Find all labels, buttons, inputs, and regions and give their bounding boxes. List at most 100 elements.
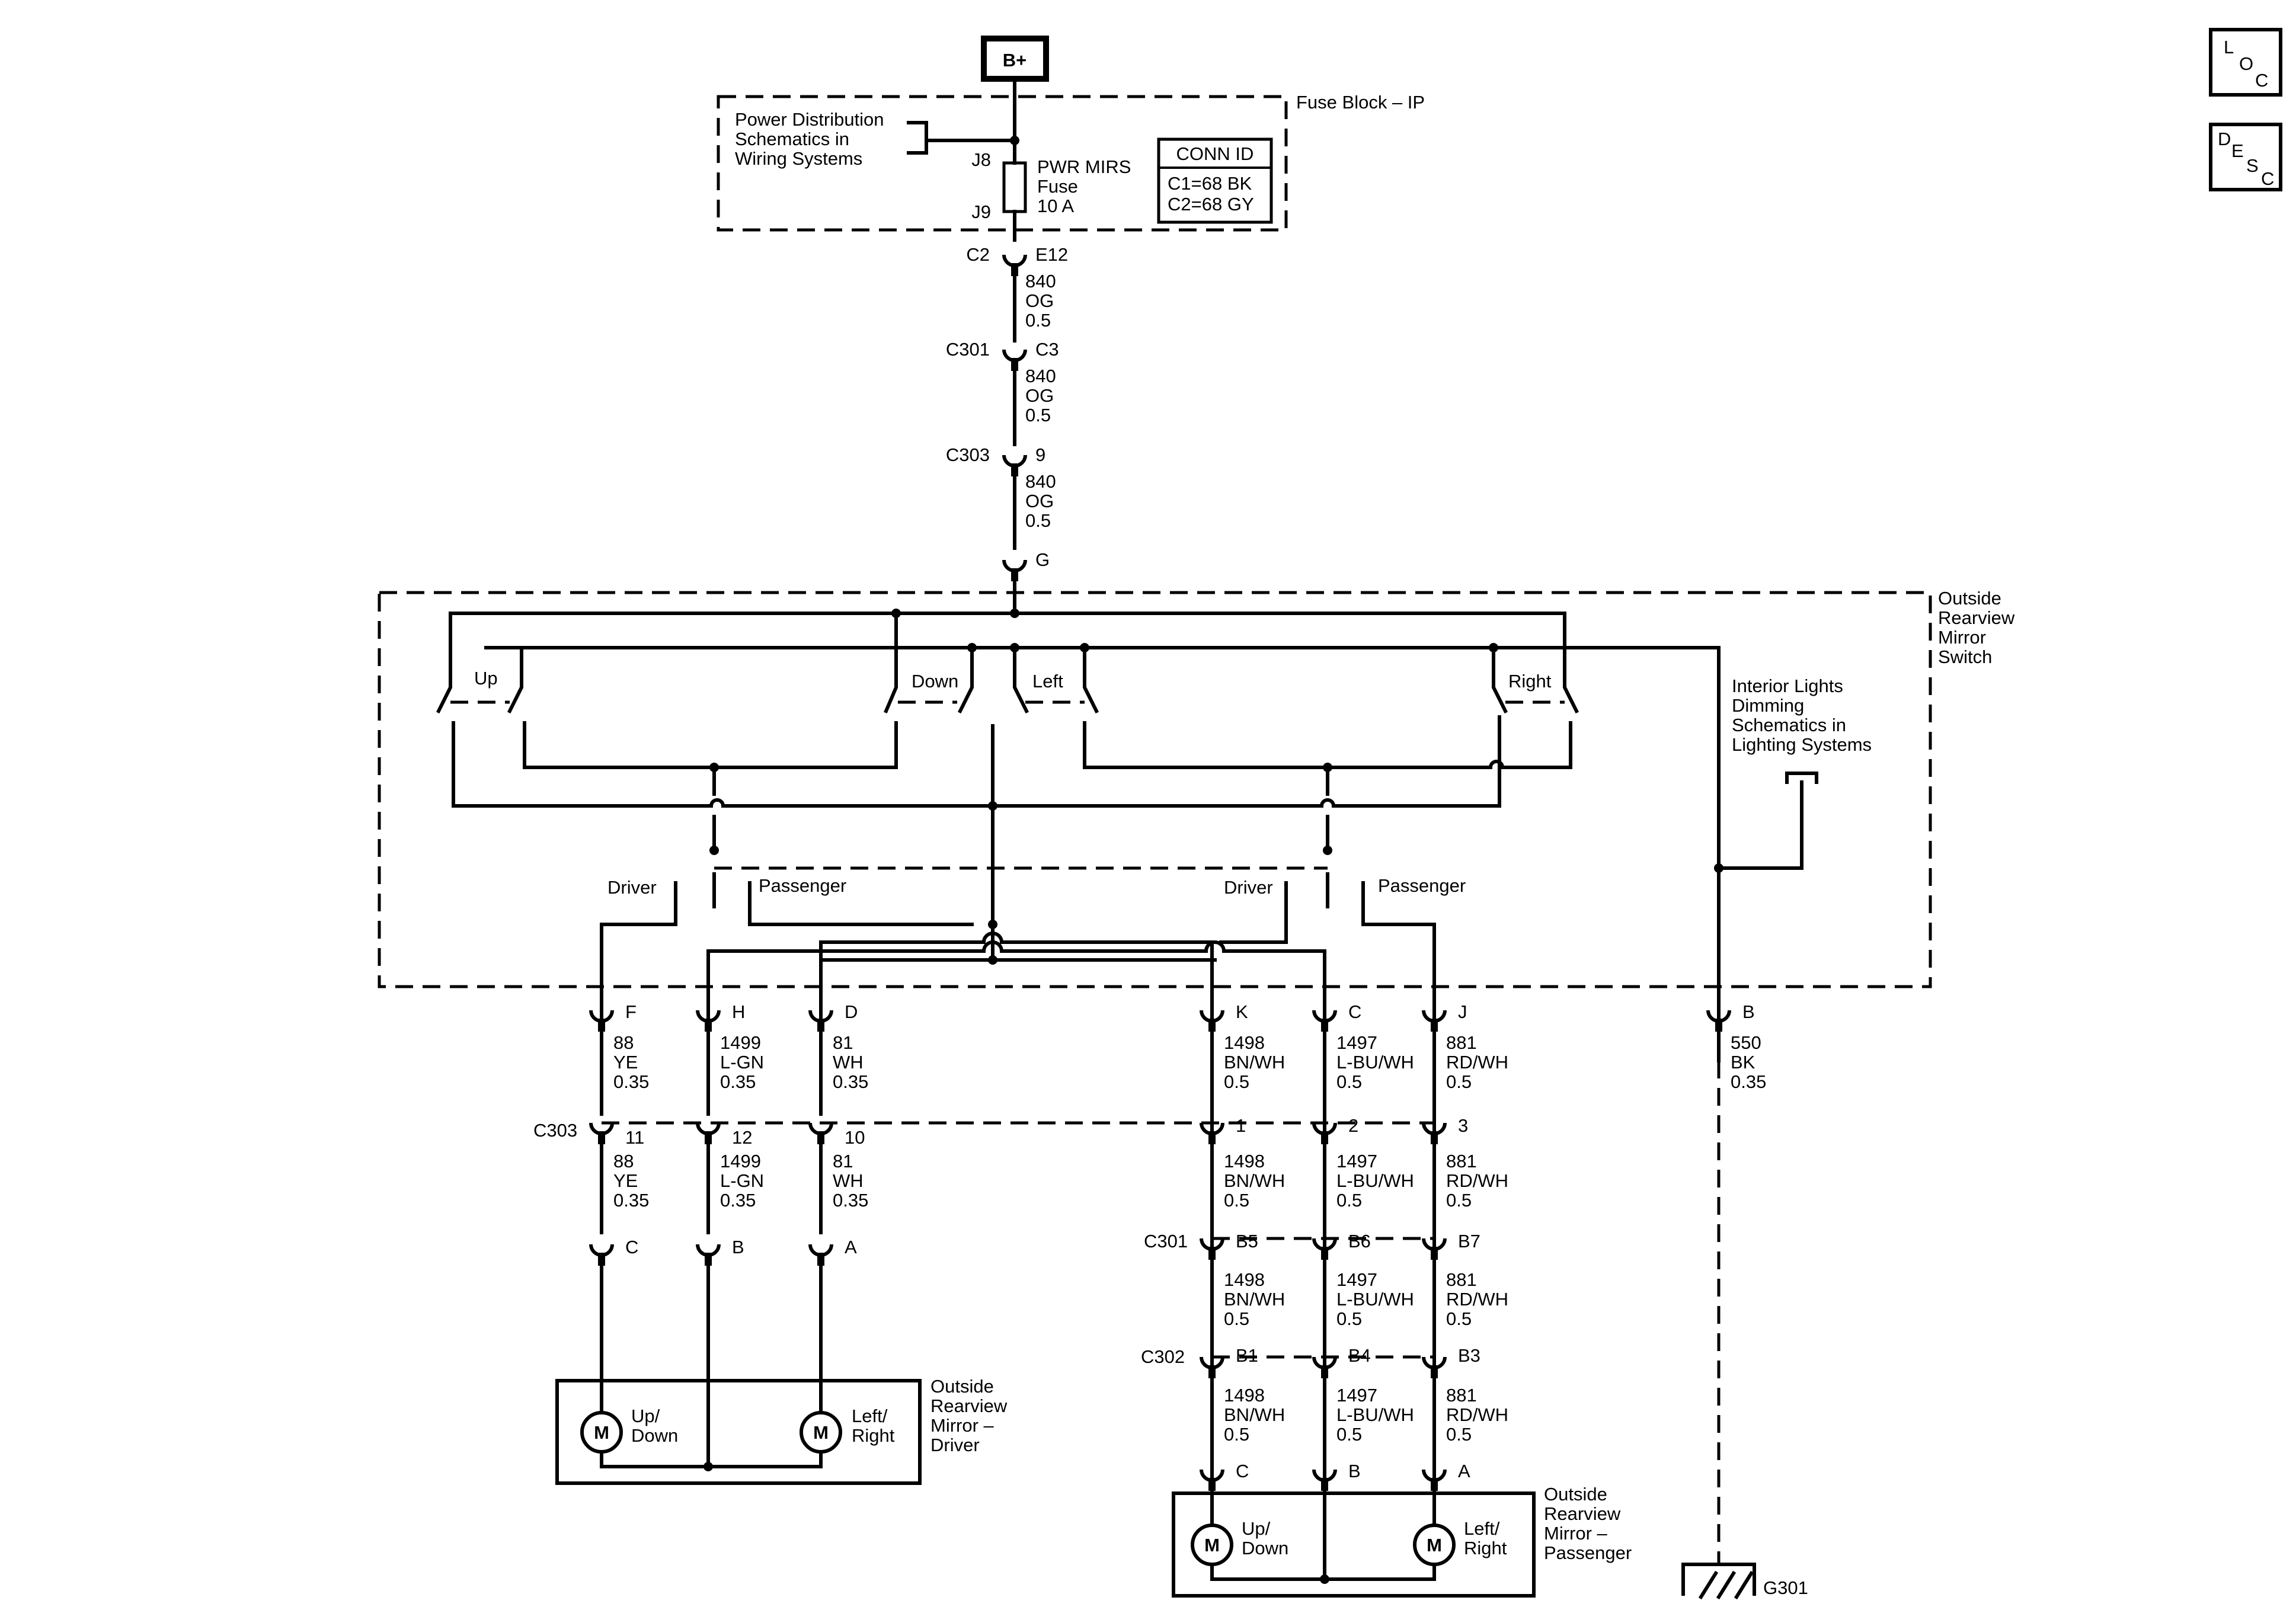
- fuse-block: Fuse Block – IP Power Distribution Schem…: [717, 92, 1425, 232]
- motor-label: Down: [631, 1425, 678, 1446]
- battery-source-label: B+: [1003, 50, 1027, 71]
- fuse-pin-j9: J9: [971, 201, 991, 222]
- connector-pin: 12: [732, 1127, 752, 1148]
- connector-pin: C: [625, 1237, 638, 1257]
- connector-pin: B1: [1236, 1345, 1258, 1366]
- connector-pin: B7: [1458, 1231, 1480, 1251]
- connector-pin: 2: [1348, 1115, 1358, 1136]
- connector-icon: [1200, 1122, 1224, 1144]
- connector-icon: [1312, 1356, 1337, 1378]
- passenger-mirror-title: Mirror –: [1544, 1523, 1608, 1544]
- connector-pin: C: [1236, 1461, 1249, 1481]
- connector-icon: [1706, 1010, 1731, 1032]
- connector-icon: [1200, 1238, 1224, 1260]
- wire-label: 881: [1446, 1269, 1477, 1290]
- wire-label: 0.35: [833, 1071, 868, 1092]
- connector-icon: [1422, 1469, 1447, 1491]
- description-icon[interactable]: D E S C: [2209, 123, 2282, 191]
- power-distribution-note-line2: Schematics in: [735, 129, 849, 149]
- selector-label: Driver: [607, 877, 657, 898]
- connector-name: C302: [1141, 1346, 1185, 1367]
- passenger-mirror-title: Rearview: [1544, 1503, 1621, 1524]
- wire-label: 1497: [1336, 1385, 1377, 1406]
- passenger-mirror: M Up/ Down M Left/ Right Outside Rearvie…: [1172, 1484, 1632, 1598]
- power-distribution-note-line1: Power Distribution: [735, 109, 884, 130]
- wire-label: 0.5: [1336, 1190, 1362, 1211]
- wire-label: L-BU/WH: [1336, 1052, 1414, 1073]
- connector-icon: [1200, 1356, 1224, 1378]
- wire-label: 88: [613, 1151, 634, 1172]
- wire-label: OG: [1025, 491, 1054, 511]
- connector-pin: 1: [1236, 1115, 1246, 1136]
- mirror-switch-title: Mirror: [1938, 627, 1986, 648]
- mirror-switch-module: Outside Rearview Mirror Switch Up Down: [378, 588, 2015, 997]
- switch-right: Right: [1492, 612, 1579, 769]
- svg-text:S: S: [2246, 155, 2259, 176]
- wire-label: 0.5: [1025, 310, 1051, 331]
- wire-label: L-GN: [720, 1170, 764, 1191]
- connector-icon: [696, 1010, 721, 1032]
- motor-label: Right: [852, 1425, 895, 1446]
- wire-label: 88: [613, 1032, 634, 1053]
- wire-label: 840: [1025, 271, 1056, 292]
- connector-icon: [1312, 1122, 1337, 1144]
- conn-id-row: C1=68 BK: [1168, 173, 1252, 194]
- wire-label: 0.35: [720, 1071, 756, 1092]
- connector-icon: [1002, 254, 1027, 276]
- wire-label: 0.5: [1446, 1424, 1472, 1445]
- wire-label: 0.35: [833, 1190, 868, 1211]
- motor-label: Up/: [1242, 1518, 1271, 1539]
- wire-label: 0.5: [1336, 1071, 1362, 1092]
- connector-icon: [1422, 1356, 1447, 1378]
- switch-up: Up: [436, 612, 526, 808]
- wire-label: 81: [833, 1151, 853, 1172]
- fuse-icon: [1002, 161, 1027, 213]
- connector-name: C301: [1144, 1231, 1188, 1251]
- wire-label: RD/WH: [1446, 1404, 1508, 1425]
- switch-left-label: Left: [1032, 671, 1063, 692]
- connector-pin: E12: [1035, 244, 1068, 265]
- driver-mirror-title: Rearview: [930, 1395, 1008, 1416]
- connector-name: C303: [946, 444, 990, 465]
- motor-label: Left/: [1464, 1518, 1500, 1539]
- connector-icon: [808, 1244, 833, 1266]
- driver-mirror-title: Driver: [930, 1435, 980, 1455]
- wire-label: 0.5: [1025, 405, 1051, 425]
- motor-label: Down: [1242, 1538, 1288, 1558]
- fuse-type: Fuse: [1037, 176, 1078, 197]
- switch-right-label: Right: [1508, 671, 1552, 692]
- location-icon[interactable]: L O C: [2209, 28, 2282, 97]
- svg-text:M: M: [1427, 1535, 1442, 1555]
- wire-label: WH: [833, 1170, 864, 1191]
- connector-icon: [1422, 1010, 1447, 1032]
- wire-label: OG: [1025, 290, 1054, 311]
- wire-label: 0.5: [1224, 1071, 1249, 1092]
- connector-pin: B3: [1458, 1345, 1480, 1366]
- connector-pin: B: [732, 1237, 744, 1257]
- connector-name: C303: [533, 1120, 577, 1141]
- svg-text:L: L: [2224, 37, 2234, 57]
- selector-driver-right: Driver: [1219, 877, 1288, 944]
- wire-label: 1498: [1224, 1151, 1265, 1172]
- wire-label: WH: [833, 1052, 864, 1073]
- connector-name: C301: [946, 339, 990, 360]
- wire-label: 0.5: [1224, 1308, 1249, 1329]
- wire-label: 0.5: [1446, 1308, 1472, 1329]
- wire-label: 81: [833, 1032, 853, 1053]
- wire-label: 840: [1025, 366, 1056, 386]
- ground-icon: G301: [1681, 1563, 1808, 1600]
- pins-layer: F88YE0.35H1499L-GN0.35D81WH0.35K1498BN/W…: [533, 1001, 1766, 1491]
- selector-label: Passenger: [1378, 875, 1466, 896]
- wire-label: 881: [1446, 1151, 1477, 1172]
- wire-label: 1498: [1224, 1385, 1265, 1406]
- wire-label: 1498: [1224, 1032, 1265, 1053]
- wire-label: 0.5: [1224, 1424, 1249, 1445]
- dimming-note: Schematics in: [1732, 715, 1846, 735]
- svg-text:O: O: [2239, 53, 2253, 74]
- wire-label: RD/WH: [1446, 1289, 1508, 1310]
- connector-pin: A: [1458, 1461, 1470, 1481]
- motor-label: Up/: [631, 1406, 660, 1426]
- wire-label: 1497: [1336, 1269, 1377, 1290]
